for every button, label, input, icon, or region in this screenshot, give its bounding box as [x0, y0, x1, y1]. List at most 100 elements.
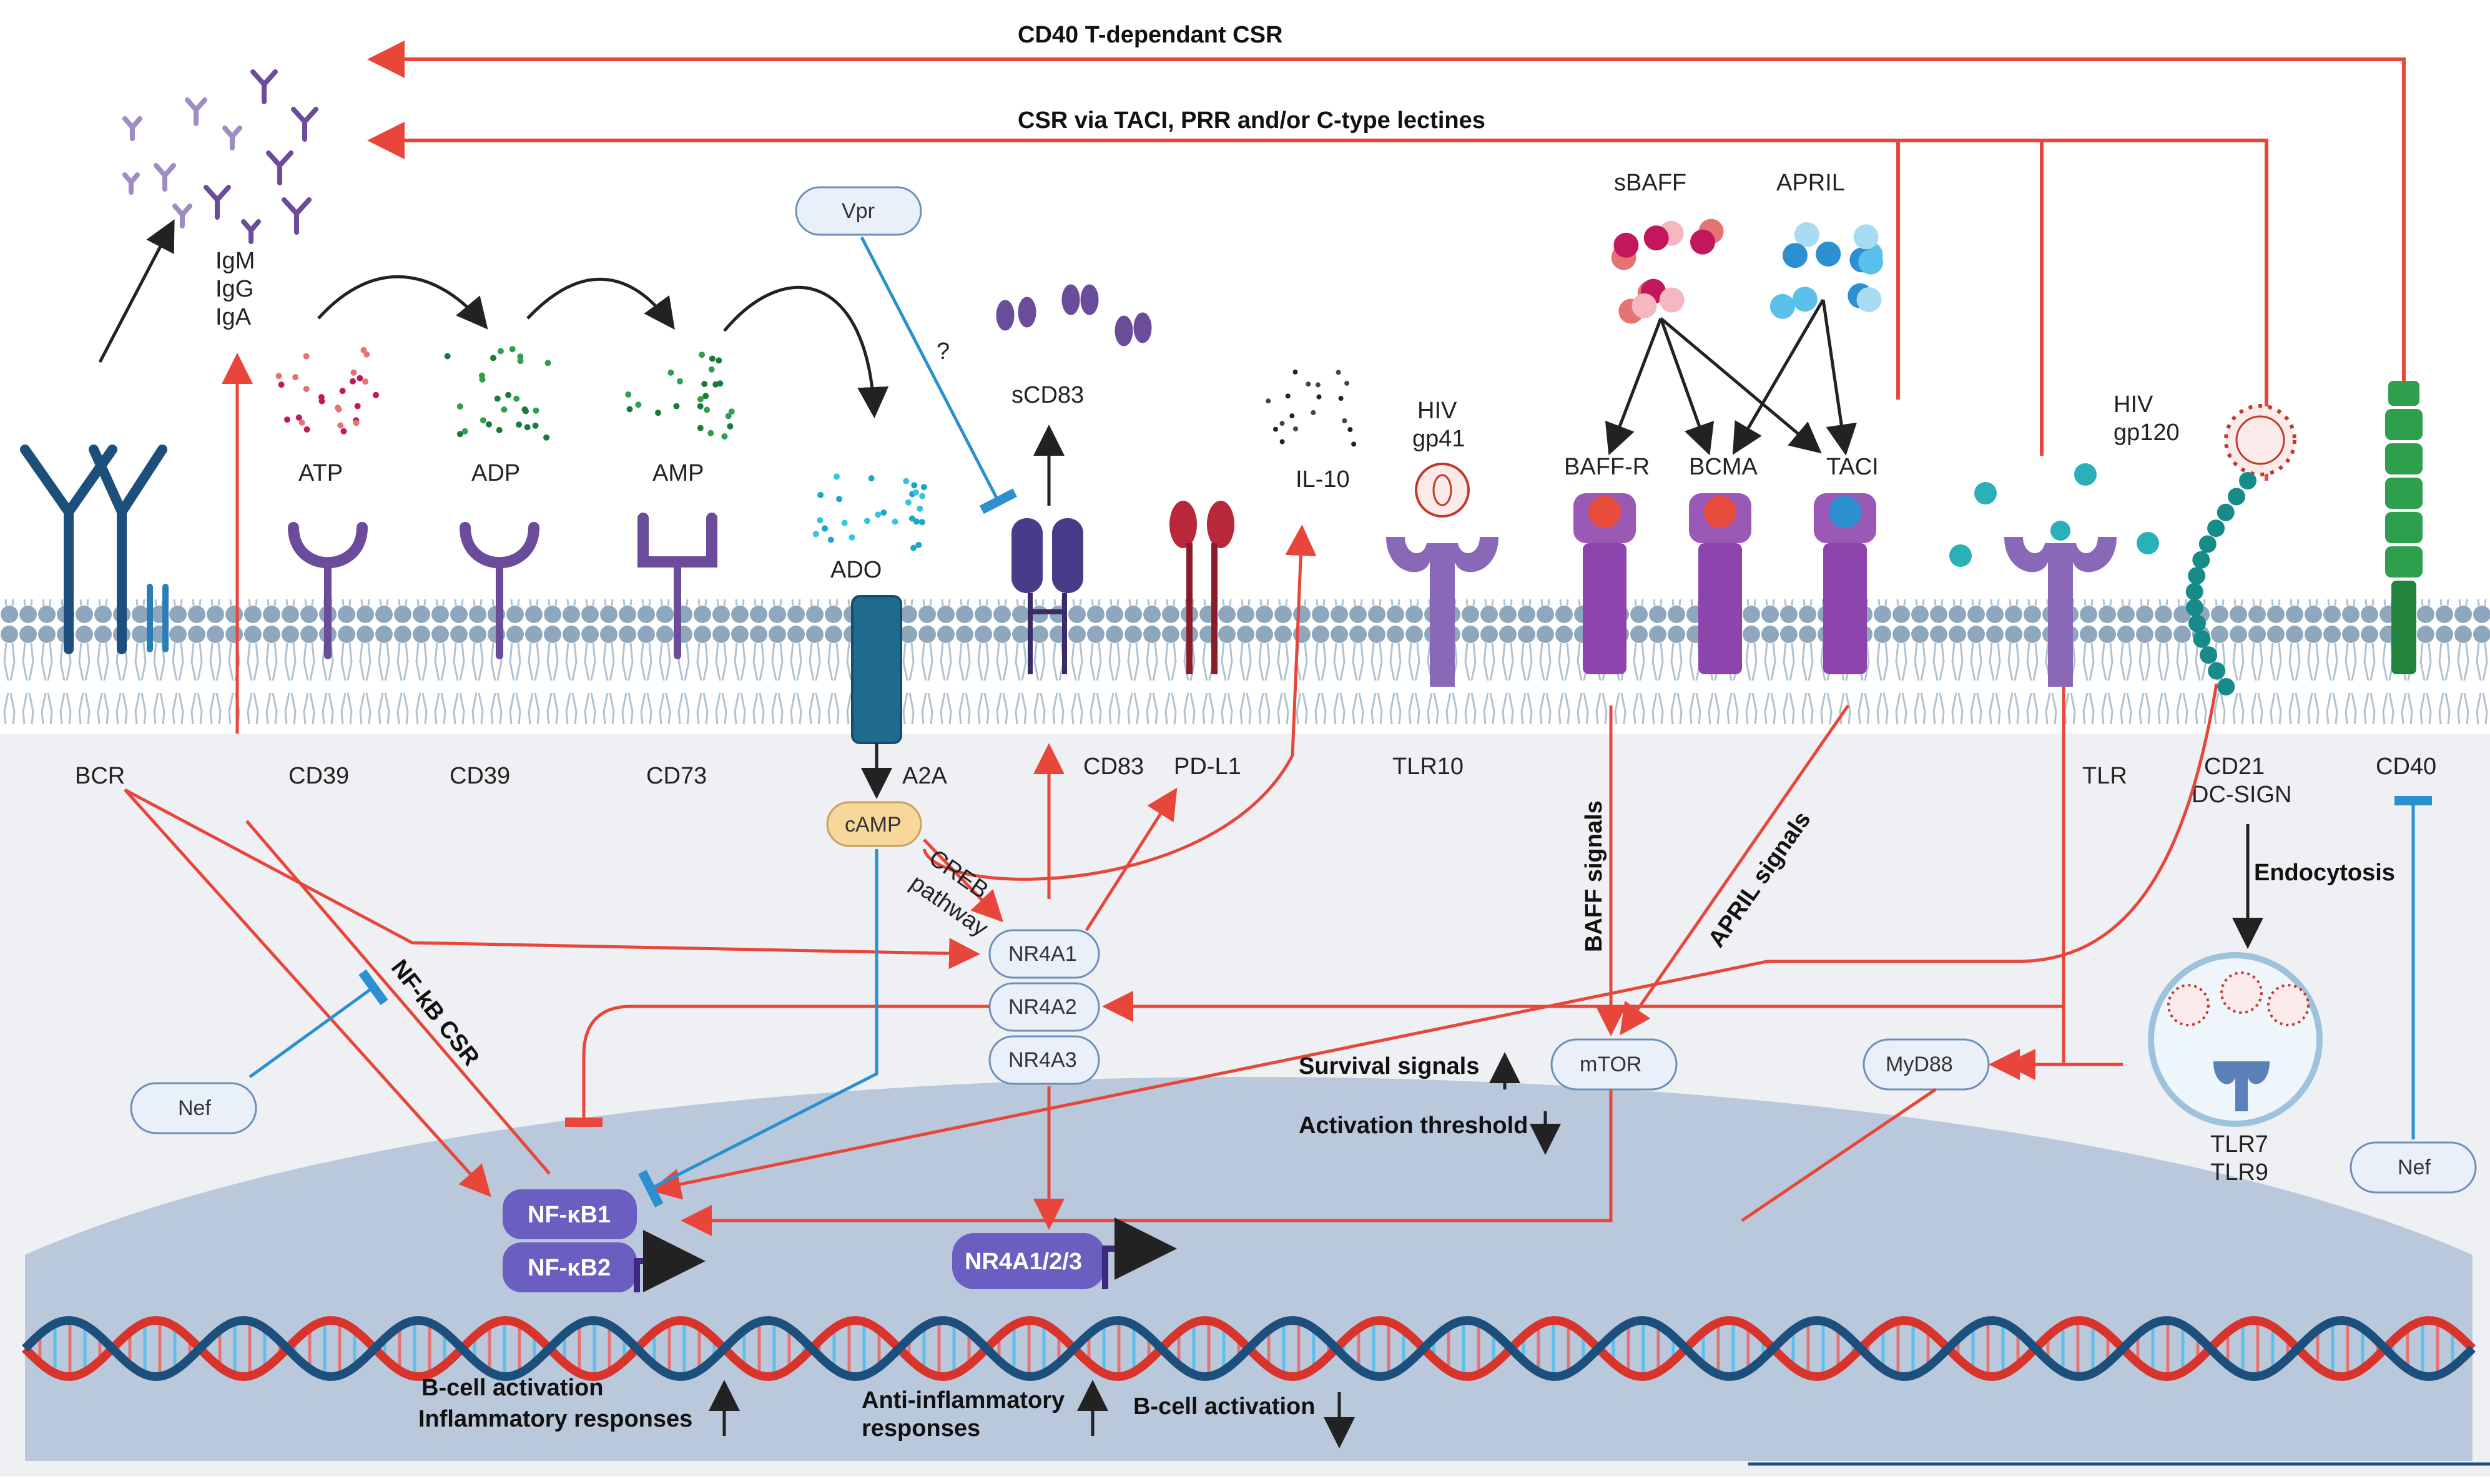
baffr-label: BAFF-R [1564, 454, 1650, 480]
april-label: APRIL [1776, 170, 1845, 196]
nef-pill-left [130, 1082, 257, 1134]
bcma-receptor [1689, 493, 1751, 674]
nfkb1-box [503, 1189, 637, 1239]
camp-pill [826, 801, 922, 847]
igm-label: IgM [215, 248, 255, 274]
adp-molecules [444, 346, 551, 441]
activation-threshold-label: Activation threshold [1299, 1113, 1528, 1139]
bcma-label: BCMA [1689, 454, 1758, 480]
endosome [2148, 952, 2323, 1127]
bcr-receptor [20, 445, 169, 654]
nr4a3-pill [988, 1035, 1100, 1085]
atp-label: ATP [298, 460, 343, 486]
gp41-label: gp41 [1412, 426, 1465, 452]
nr4a123-label: NR4A1/2/3 [965, 1249, 1082, 1275]
a2a-label: A2A [902, 763, 947, 789]
hiv-gp120-virion [2224, 404, 2296, 476]
nr4a-transcription-arrow [1102, 1217, 1177, 1289]
scd83-molecules [996, 284, 1152, 346]
anti-inflammatory-label-1: Anti-inflammatory [862, 1387, 1065, 1413]
nef-pill-right [2350, 1141, 2477, 1194]
nef-label-left: Nef [178, 1096, 211, 1120]
il10-molecules [1266, 369, 1357, 447]
cd39-label-1: CD39 [288, 763, 349, 789]
endocytosis-label: Endocytosis [2254, 860, 2395, 886]
taci-label: TACI [1826, 454, 1879, 480]
igg-label: IgG [215, 276, 253, 302]
tlr-receptor [2004, 537, 2117, 687]
hiv-label-2: HIV [2114, 391, 2153, 418]
cd21-dcsign-receptor [2185, 472, 2256, 695]
bcell-activation-label-1: B-cell activation [421, 1375, 603, 1401]
pdl1-label: PD-L1 [1174, 754, 1241, 780]
april-ligands [1769, 222, 1884, 319]
cd39-label-2: CD39 [450, 763, 510, 789]
red-signal-arrows [124, 353, 2218, 1236]
mtor-label: mTOR [1580, 1053, 1641, 1076]
cd83-label: CD83 [1083, 754, 1144, 780]
tlr7-label: TLR7 [2210, 1131, 2268, 1157]
amp-molecules [625, 351, 735, 440]
anti-inflammatory-label-2: responses [862, 1415, 980, 1442]
question-mark: ? [937, 338, 950, 365]
cd73-receptor [637, 513, 717, 659]
vpr-inhibit-line [860, 236, 1017, 514]
pdl1-receptor [1169, 501, 1234, 674]
il10-label: IL-10 [1296, 466, 1350, 493]
cd83-receptor [1011, 518, 1083, 674]
inflammatory-label: Inflammatory responses [418, 1406, 692, 1432]
a2a-receptor [851, 595, 902, 744]
nr4a1-pill [988, 929, 1100, 979]
tlr10-label: TLR10 [1392, 754, 1464, 780]
nucleus [25, 1077, 2473, 1461]
atp-to-adp-arrow [317, 275, 488, 330]
vpr-pill [795, 186, 922, 236]
antibody-cluster [122, 69, 318, 244]
iga-label: IgA [215, 304, 252, 330]
cd40-csr-arrow [367, 41, 2406, 387]
taci-receptor [1814, 493, 1876, 674]
sbaff-ligands [1611, 219, 1724, 324]
ado-label: ADO [830, 557, 882, 583]
taci-csr-label: CSR via TACI, PRR and/or C-type lectines [1018, 107, 1485, 134]
adp-to-amp-arrow [526, 278, 675, 330]
cell-membrane [0, 599, 2490, 724]
ligand-binding-arrows [1605, 298, 1857, 456]
nr4a1-label: NR4A1 [1008, 942, 1077, 966]
survival-label: Survival signals [1299, 1053, 1479, 1079]
taci-csr-arrow [367, 122, 2268, 481]
nr4a2-label: NR4A2 [1008, 995, 1077, 1019]
tlr9-label: TLR9 [2210, 1159, 2268, 1186]
baffr-receptor [1573, 493, 1636, 674]
nef-label-right: Nef [2398, 1156, 2431, 1179]
hiv-gp41-virion [1415, 463, 1470, 518]
vpr-label: Vpr [842, 199, 875, 223]
hiv-label-1: HIV [1417, 398, 1457, 424]
blue-inhibit-lines [249, 796, 2432, 1208]
nr4a123-box [952, 1233, 1105, 1289]
atp-molecules [275, 346, 379, 435]
tlr10-receptor [1386, 537, 1498, 687]
mtor-pill [1550, 1038, 1678, 1091]
amp-to-ado-arrow [723, 285, 889, 418]
cd39-receptor-1 [288, 522, 368, 659]
scd83-label: sCD83 [1011, 382, 1084, 408]
nfkb2-label: NF-κB2 [528, 1255, 611, 1281]
cd39-receptor-2 [460, 522, 539, 659]
sbaff-label: sBAFF [1614, 170, 1686, 196]
dcsign-label: DC-SIGN [2192, 782, 2291, 808]
dna-helix [22, 1315, 2476, 1382]
bcell-activation-label-2: B-cell activation [1133, 1393, 1315, 1420]
cd21-label: CD21 [2204, 754, 2265, 780]
ado-molecules [812, 473, 927, 551]
adp-label: ADP [471, 460, 520, 486]
nfkb1-label: NF-κB1 [528, 1202, 611, 1228]
camp-label: cAMP [845, 813, 902, 837]
bcr-to-ig-arrow [98, 219, 175, 363]
tlr-label: TLR [2082, 763, 2127, 789]
cd40-label: CD40 [2376, 754, 2436, 780]
nfkb-transcription-arrow [634, 1230, 706, 1292]
baff-signals-label: BAFF signals [1581, 800, 1607, 952]
cd40-receptor [2385, 381, 2423, 674]
